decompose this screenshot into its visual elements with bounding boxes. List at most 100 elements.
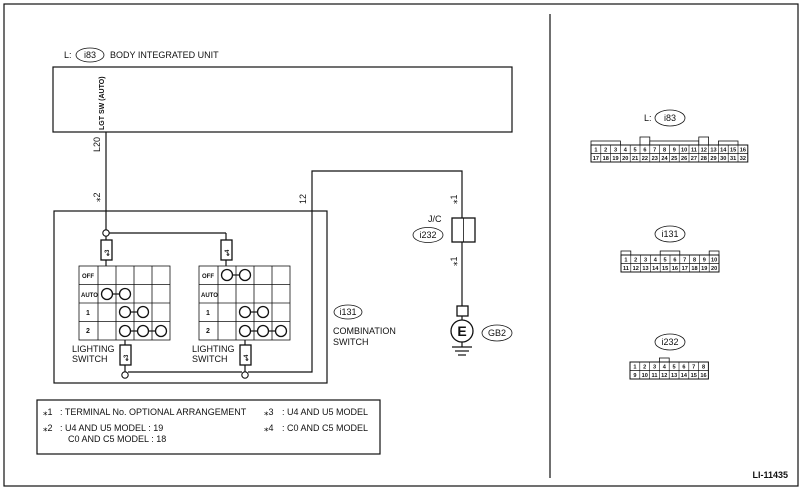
pin-number: 13	[710, 148, 716, 154]
pin-number: 11	[691, 148, 697, 154]
lgt-sw-terminal-label: LGT SW (AUTO)	[99, 76, 106, 130]
pin-number: 18	[603, 156, 609, 162]
combination-label-line2: SWITCH	[333, 337, 369, 347]
pin-number: 16	[740, 148, 746, 154]
pin-number: 3	[653, 365, 656, 371]
i232-view-id: i232	[661, 337, 678, 347]
i232-view-oval	[654, 333, 686, 351]
connector-key-tab	[659, 250, 681, 256]
connector-key-tab	[649, 140, 700, 146]
lighting-switch-left-line2: SWITCH	[72, 354, 108, 364]
gb2-oval	[481, 324, 513, 342]
pin-number: 14	[681, 373, 688, 379]
pin-number: 16	[672, 266, 678, 272]
pin-number: 17	[682, 266, 688, 272]
pin-number: 12	[701, 148, 707, 154]
pin-number: 30	[720, 156, 726, 162]
note2-text-a: : U4 AND U5 MODEL : 19	[60, 423, 163, 433]
pin-number: 6	[643, 148, 646, 154]
pin-number: 3	[644, 258, 647, 264]
pin-number: 6	[673, 258, 676, 264]
pin-number: 7	[653, 148, 656, 154]
connector-key-tab	[590, 140, 621, 146]
ground-terminal	[456, 305, 469, 317]
pin-number: 11	[652, 373, 658, 379]
ground-symbol: E	[457, 323, 466, 339]
pin-number: 14	[652, 266, 659, 272]
pin-number: 9	[633, 373, 636, 379]
i131-connector-id: i131	[339, 307, 356, 317]
combination-label-line1: COMBINATION	[333, 326, 396, 336]
pin-number: 19	[701, 266, 707, 272]
body-unit-name: BODY INTEGRATED UNIT	[110, 50, 219, 60]
connector-key-tab	[620, 250, 632, 256]
i131-view-id: i131	[661, 229, 678, 239]
pin-number: 10	[642, 373, 648, 379]
notes-box	[36, 399, 381, 455]
note3-text: : U4 AND U5 MODEL	[282, 407, 368, 417]
pin-number: 15	[662, 266, 668, 272]
row-label-auto-right: AUTO	[201, 293, 218, 299]
note1-text: : TERMINAL No. OPTIONAL ARRANGEMENT	[60, 407, 247, 417]
connector-key-tab	[639, 136, 651, 146]
pin-number: 24	[661, 156, 668, 162]
pin-number: 1	[594, 148, 597, 154]
pin-number: 7	[692, 365, 695, 371]
i232-connector-oval	[412, 227, 444, 243]
i232-connector-id: i232	[419, 230, 436, 240]
pin-number: 25	[671, 156, 677, 162]
body-unit-connector-id: i83	[84, 50, 96, 60]
pin-number: 15	[691, 373, 697, 379]
wire-12-label: 12	[298, 194, 308, 204]
row-label-1-left: 1	[86, 310, 90, 317]
pin-number: 29	[710, 156, 716, 162]
wire-mark-1-top: ⁎1	[449, 194, 459, 204]
body-unit-prefix: L:	[64, 50, 72, 60]
marker-top-left: ⁎3	[105, 249, 111, 256]
lighting-switch-left-line1: LIGHTING	[72, 344, 115, 354]
row-label-2-right: 2	[206, 328, 210, 335]
pin-number: 5	[673, 365, 676, 371]
note2-text-b: C0 AND C5 MODEL : 18	[68, 434, 166, 444]
pin-number: 10	[711, 258, 717, 264]
junction-node-bottom-right	[241, 371, 249, 379]
pin-number: 27	[691, 156, 697, 162]
connector-key-tab	[698, 136, 709, 146]
i83-view-id: i83	[664, 113, 676, 123]
note1-mark: ⁎1	[43, 407, 53, 417]
jc-label: J/C	[428, 214, 442, 224]
pin-number: 8	[663, 148, 666, 154]
i83-view-prefix: L:	[644, 113, 652, 123]
combination-switch-box	[53, 210, 328, 384]
pin-number: 2	[604, 148, 607, 154]
pin-number: 5	[664, 258, 667, 264]
connector-key-tab	[708, 250, 720, 256]
pin-number: 3	[614, 148, 617, 154]
pin-number: 12	[633, 266, 639, 272]
pin-number: 5	[634, 148, 637, 154]
marker-top-right: ⁎4	[225, 249, 231, 256]
row-label-auto-left: AUTO	[81, 293, 98, 299]
body-integrated-unit-box	[52, 66, 513, 133]
pin-number: 14	[720, 148, 727, 154]
wire-12	[248, 170, 463, 373]
pin-number: 13	[671, 373, 677, 379]
lighting-switch-right-line1: LIGHTING	[192, 344, 235, 354]
pin-number: 26	[681, 156, 687, 162]
pin-number: 32	[740, 156, 746, 162]
row-label-off-right: OFF	[202, 274, 214, 280]
pin-number: 19	[612, 156, 618, 162]
row-label-1-right: 1	[206, 310, 210, 317]
pin-number: 23	[652, 156, 658, 162]
body-unit-connector-oval	[75, 47, 105, 63]
pin-number: 28	[701, 156, 707, 162]
pin-number: 4	[663, 365, 667, 371]
i131-connector-oval	[333, 304, 363, 320]
i131-view-oval	[654, 225, 686, 243]
pin-number: 31	[730, 156, 736, 162]
marker-bottom-right: ⁎4	[244, 354, 250, 361]
figure-id: LI-11435	[752, 470, 788, 480]
